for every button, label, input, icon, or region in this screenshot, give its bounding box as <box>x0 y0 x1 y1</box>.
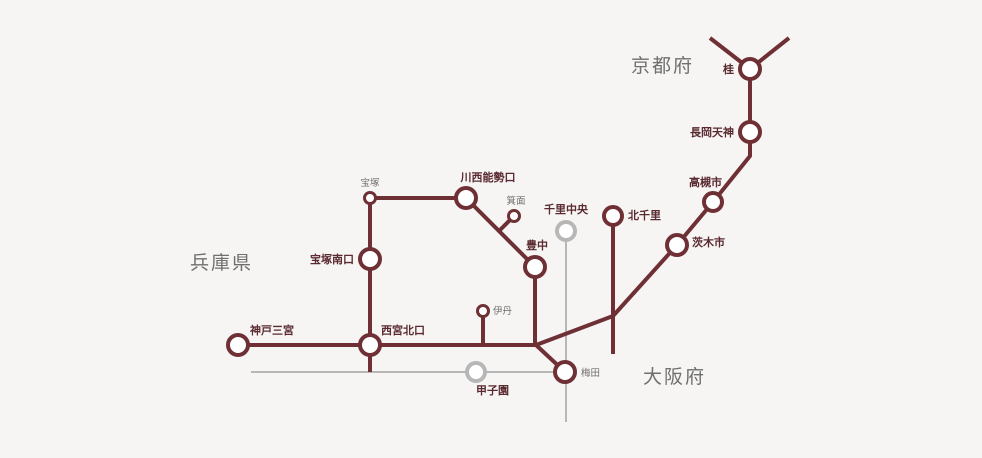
other-lines <box>251 231 567 422</box>
station-itami[interactable] <box>476 304 490 318</box>
station-takarazuka[interactable] <box>363 191 377 205</box>
station-minoo[interactable] <box>507 209 521 223</box>
station-label-toyonaka: 豊中 <box>526 238 548 252</box>
station-label-umeda: 梅田 <box>581 367 600 379</box>
station-label-koshien: 甲子園 <box>476 384 509 397</box>
station-koshien[interactable] <box>465 361 487 383</box>
station-label-takarazuka-minamiguchi: 宝塚南口 <box>310 252 354 266</box>
station-takarazuka-minamiguchi[interactable] <box>358 247 382 271</box>
station-toyonaka[interactable] <box>523 255 547 279</box>
station-umeda[interactable] <box>553 360 577 384</box>
station-takatsuki-shi[interactable] <box>702 191 724 213</box>
station-label-kita-senri: 北千里 <box>628 208 661 222</box>
station-kobe-sannomiya[interactable] <box>226 333 250 357</box>
station-label-katsura: 桂 <box>722 62 734 76</box>
station-label-nishinomiya-kitaguchi: 西宮北口 <box>381 323 425 337</box>
station-label-senri-chuo: 千里中央 <box>544 202 589 216</box>
station-nagaoka-tenjin[interactable] <box>738 120 762 144</box>
station-label-minoo: 箕面 <box>506 195 525 207</box>
station-nishinomiya-kitaguchi[interactable] <box>358 333 382 357</box>
station-label-kobe-sannomiya: 神戸三宮 <box>250 323 294 337</box>
line-takarazuka <box>370 196 537 345</box>
station-label-takatsuki-shi: 高槻市 <box>689 175 722 189</box>
prefecture-label-kyoto: 京都府 <box>631 55 694 77</box>
station-katsura[interactable] <box>738 57 762 81</box>
station-label-kawanishi-noseguchi: 川西能勢口 <box>460 170 516 184</box>
prefecture-label-hyogo: 兵庫県 <box>190 252 253 274</box>
station-kawanishi-noseguchi[interactable] <box>454 186 478 210</box>
station-label-itami: 伊丹 <box>493 305 512 317</box>
station-senri-chuo[interactable] <box>555 220 577 242</box>
station-ibaraki-shi[interactable] <box>665 233 689 257</box>
station-label-ibaraki-shi: 茨木市 <box>692 235 725 249</box>
station-label-takarazuka: 宝塚 <box>360 177 380 189</box>
station-kita-senri[interactable] <box>602 205 624 227</box>
prefecture-label-osaka: 大阪府 <box>643 366 706 388</box>
station-label-nagaoka-tenjin: 長岡天神 <box>690 125 734 139</box>
